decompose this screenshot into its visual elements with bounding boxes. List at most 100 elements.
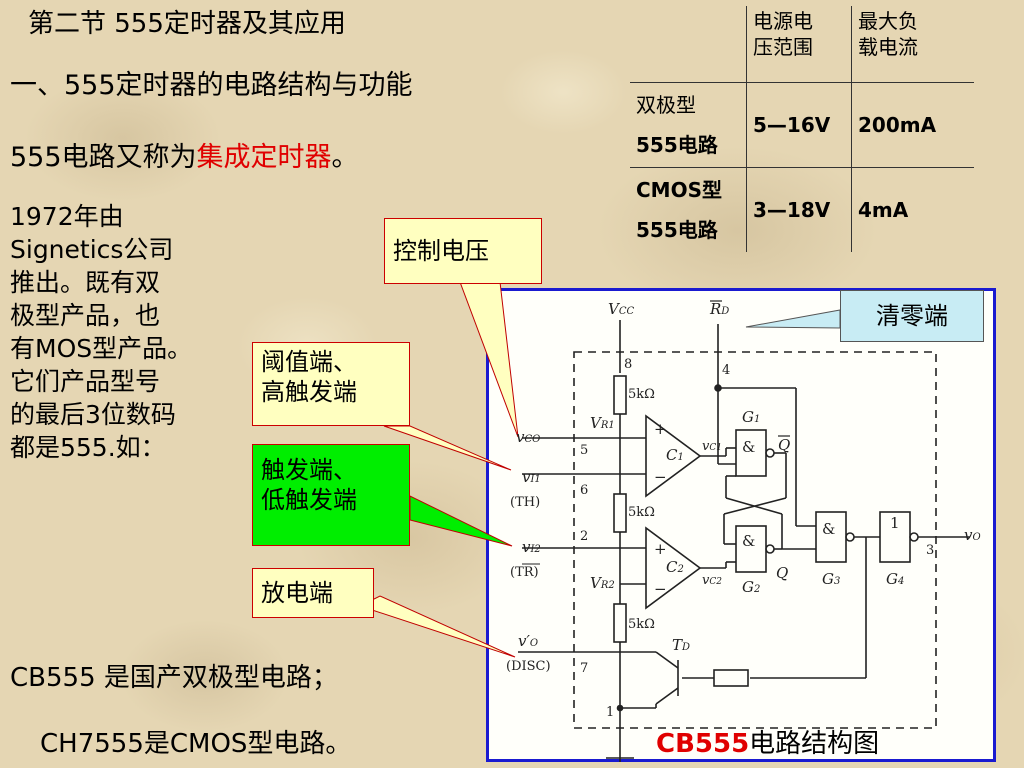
q-label: Q xyxy=(776,564,788,582)
spec-voltage-cell: 5—16V xyxy=(746,82,852,168)
callout-line: 触发端、 xyxy=(261,456,357,484)
vi2-label: vI2 xyxy=(522,538,541,556)
threshold-callout: 阈值端、 高触发端 xyxy=(252,342,410,426)
paragraph-line: 的最后3位数码 xyxy=(10,400,176,429)
paragraph-line: 都是555.如： xyxy=(10,433,166,462)
diagram-caption-text: 电路结构图 xyxy=(749,729,880,759)
trigger-callout: 触发端、 低触发端 xyxy=(252,444,410,546)
pin-5-label: 5 xyxy=(580,443,588,458)
resistor-label: 5kΩ xyxy=(628,387,655,402)
pin-3-label: 3 xyxy=(926,543,934,558)
spec-voltage-cell: 3—18V xyxy=(746,167,852,252)
c1-plus: + xyxy=(654,420,667,438)
g2-symbol: & xyxy=(742,532,755,550)
c1-minus: − xyxy=(654,468,667,486)
spec-current-cell: 4mA xyxy=(858,198,909,222)
vco-label: vCO xyxy=(516,428,540,446)
c2-label: C2 xyxy=(666,558,684,576)
g2-label: G2 xyxy=(742,578,760,596)
bottom-line-2: CH7555是CMOS型电路。 xyxy=(40,729,352,759)
definition-suffix: 。 xyxy=(331,142,359,173)
g4-symbol: 1 xyxy=(890,514,900,532)
history-paragraph: 1972年由 Signetics公司 推出。既有双 极型产品，也 有MOS型产品… xyxy=(10,200,240,464)
base-resistor xyxy=(713,669,749,687)
pin-4-label: 4 xyxy=(722,363,730,378)
spec-type-cell: 双极型 555电路 xyxy=(630,82,747,168)
spec-type-text: 双极型 xyxy=(636,93,696,117)
diagram-frame xyxy=(486,288,996,762)
th-label: (TH) xyxy=(510,495,540,510)
g1-symbol: & xyxy=(742,438,755,456)
reset-callout: 清零端 xyxy=(840,290,984,342)
circuit-schematic: VCC RD 8 4 5kΩ 5kΩ 5kΩ VR1 VR2 vCO 5 vI1… xyxy=(506,300,981,762)
resistor-r2 xyxy=(613,493,627,533)
pin-2-label: 2 xyxy=(580,529,588,544)
paragraph-line: 有MOS型产品。 xyxy=(10,334,193,363)
resistor-label: 5kΩ xyxy=(628,505,655,520)
definition-highlight: 集成定时器 xyxy=(196,142,332,173)
paragraph-line: 1972年由 xyxy=(10,202,124,231)
spec-type-text: 555电路 xyxy=(636,133,718,157)
callout-line: 低触发端 xyxy=(261,486,357,514)
spec-row: 双极型 555电路 5—16V 200mA xyxy=(630,82,974,168)
spec-header-text: 载电流 xyxy=(858,35,918,59)
threshold-pointer xyxy=(383,425,512,471)
paragraph-line: Signetics公司 xyxy=(10,235,174,264)
spec-header-text: 压范围 xyxy=(753,35,813,59)
discharge-callout: 放电端 xyxy=(252,568,374,618)
spec-current-cell: 200mA xyxy=(858,113,937,137)
spec-header-empty xyxy=(630,6,747,83)
disc-label: (DISC) xyxy=(506,659,551,674)
diagram-caption-model: CB555 xyxy=(656,729,750,759)
pin-1-label: 1 xyxy=(606,705,614,720)
comparator-c1 xyxy=(645,414,702,498)
callout-line: 高触发端 xyxy=(261,378,357,406)
comparator-c2 xyxy=(645,526,702,610)
spec-type-text: CMOS型 xyxy=(636,178,722,202)
callout-line: 阈值端、 xyxy=(261,348,357,376)
pin-6-label: 6 xyxy=(580,483,588,498)
heading: 一、555定时器的电路结构与功能 xyxy=(10,70,413,101)
vo-disc-label: v′O xyxy=(518,632,538,650)
chip-boundary xyxy=(573,351,937,729)
trigger-pointer xyxy=(409,495,513,547)
spec-header-text: 电源电 xyxy=(753,9,813,33)
control-voltage-callout: 控制电压 xyxy=(384,218,542,284)
qbar-label: Q xyxy=(778,436,790,454)
spec-header-current: 最大负 载电流 xyxy=(852,6,975,83)
section-title: 第二节 555定时器及其应用 xyxy=(28,9,346,39)
vi1-label: vI1 xyxy=(522,468,541,486)
spec-table: 电源电 压范围 最大负 载电流 双极型 555电路 5—16V 200mA CM… xyxy=(630,6,974,252)
vo-output-label: vO xyxy=(964,526,981,544)
vcc-label: VCC xyxy=(608,300,634,318)
vr2-label: VR2 xyxy=(590,574,615,592)
spec-type-text: 555电路 xyxy=(636,218,718,242)
spec-header-voltage: 电源电 压范围 xyxy=(746,6,852,83)
diagram-caption: CB555电路结构图 xyxy=(656,728,879,760)
paragraph-line: 推出。既有双 xyxy=(10,268,161,297)
resistor-label: 5kΩ xyxy=(628,617,655,632)
definition-prefix: 555电路又称为 xyxy=(10,142,197,173)
vc2-label: vC2 xyxy=(702,573,722,588)
pin-8-label: 8 xyxy=(624,357,632,372)
rd-label: RD xyxy=(709,300,729,318)
vr1-label: VR1 xyxy=(590,414,615,432)
resistor-r3 xyxy=(613,603,627,643)
schematic-labels: VCC RD 8 4 5kΩ 5kΩ 5kΩ VR1 VR2 vCO 5 vI1… xyxy=(506,300,981,720)
c1-label: C1 xyxy=(666,446,684,464)
pin-7-label: 7 xyxy=(580,661,588,676)
c2-plus: + xyxy=(654,540,667,558)
paragraph-line: 它们产品型号 xyxy=(10,367,161,396)
spec-row: CMOS型 555电路 3—18V 4mA xyxy=(630,167,974,252)
bottom-line-1: CB555 是国产双极型电路； xyxy=(10,663,338,693)
tr-label: (TR) xyxy=(510,565,539,580)
resistor-r1 xyxy=(613,375,627,415)
g3-symbol: & xyxy=(822,520,835,538)
definition-line: 555电路又称为集成定时器。 xyxy=(10,142,359,174)
td-label: TD xyxy=(672,636,690,654)
paragraph-line: 极型产品，也 xyxy=(10,301,161,330)
spec-header-row: 电源电 压范围 最大负 载电流 xyxy=(630,6,974,83)
spec-header-text: 最大负 xyxy=(858,9,918,33)
vc1-label: vC1 xyxy=(702,439,722,454)
